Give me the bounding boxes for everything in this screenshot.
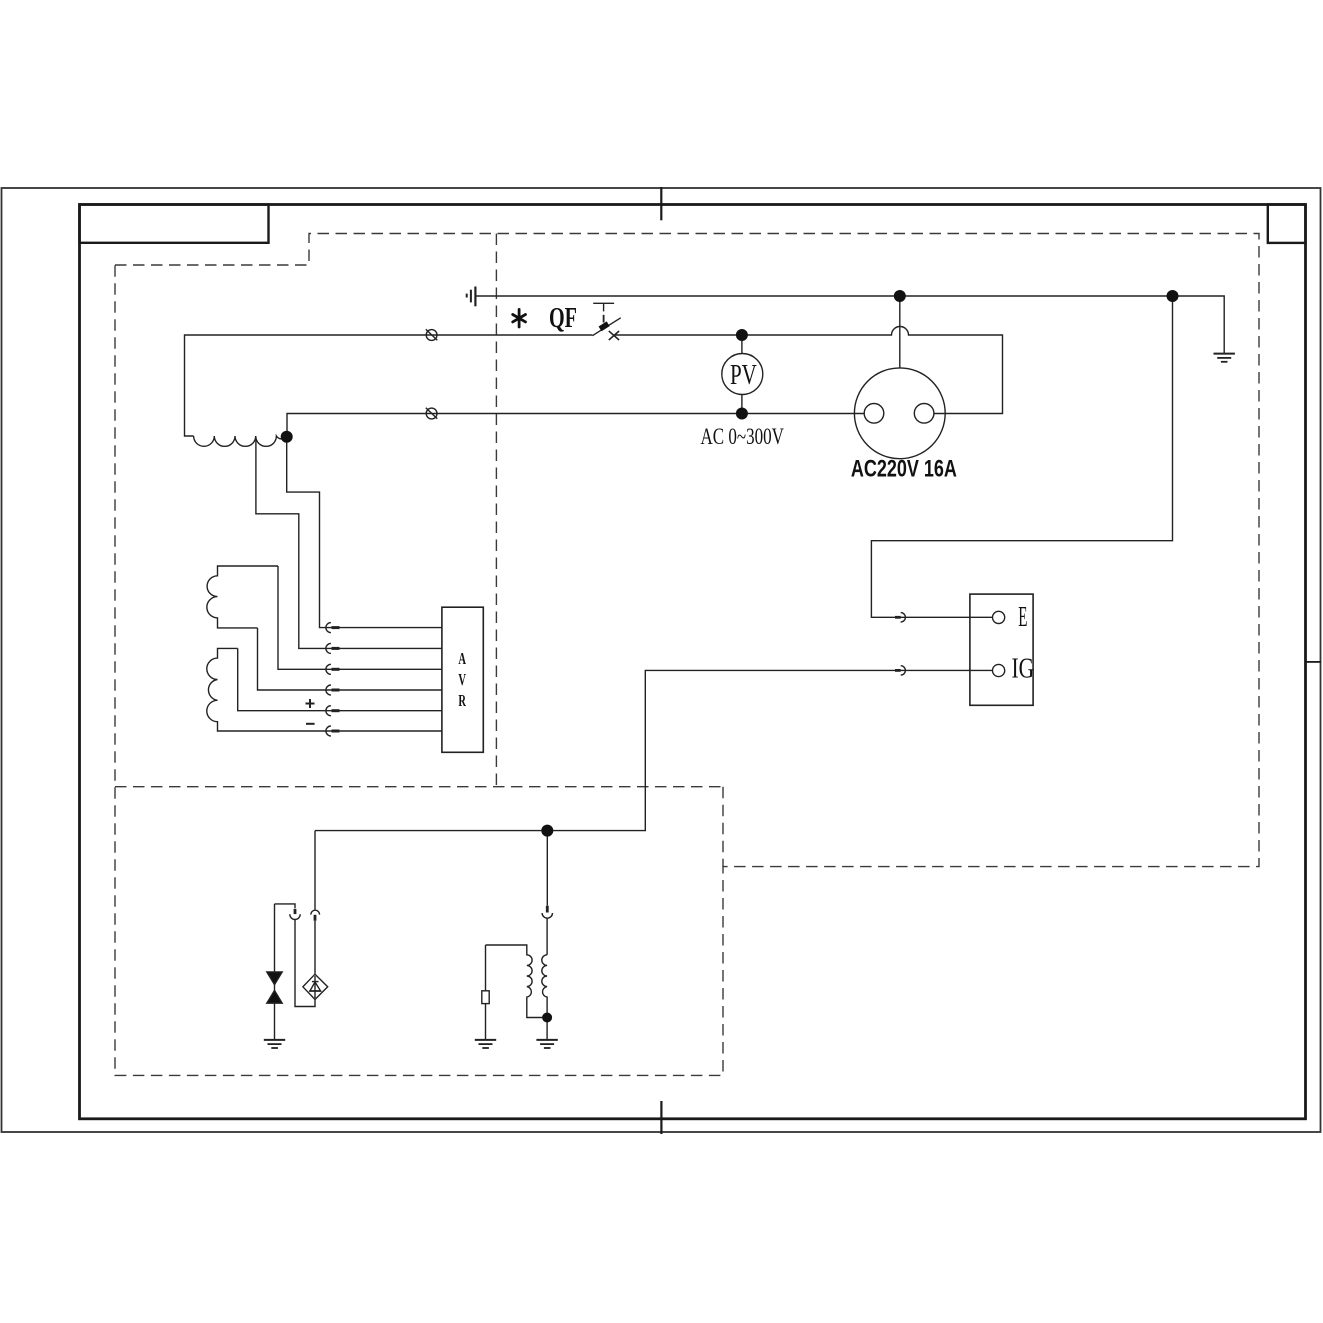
svg-text:PV: PV xyxy=(730,360,757,391)
svg-text:V: V xyxy=(458,671,466,690)
svg-text:AC220V 16A: AC220V 16A xyxy=(851,456,957,482)
svg-text:R: R xyxy=(458,692,466,711)
svg-text:IG: IG xyxy=(1012,651,1035,684)
svg-text:AC 0~300V: AC 0~300V xyxy=(701,425,785,450)
svg-text:A: A xyxy=(458,649,466,668)
svg-text:E: E xyxy=(1018,600,1027,633)
svg-text:QF: QF xyxy=(549,303,577,334)
